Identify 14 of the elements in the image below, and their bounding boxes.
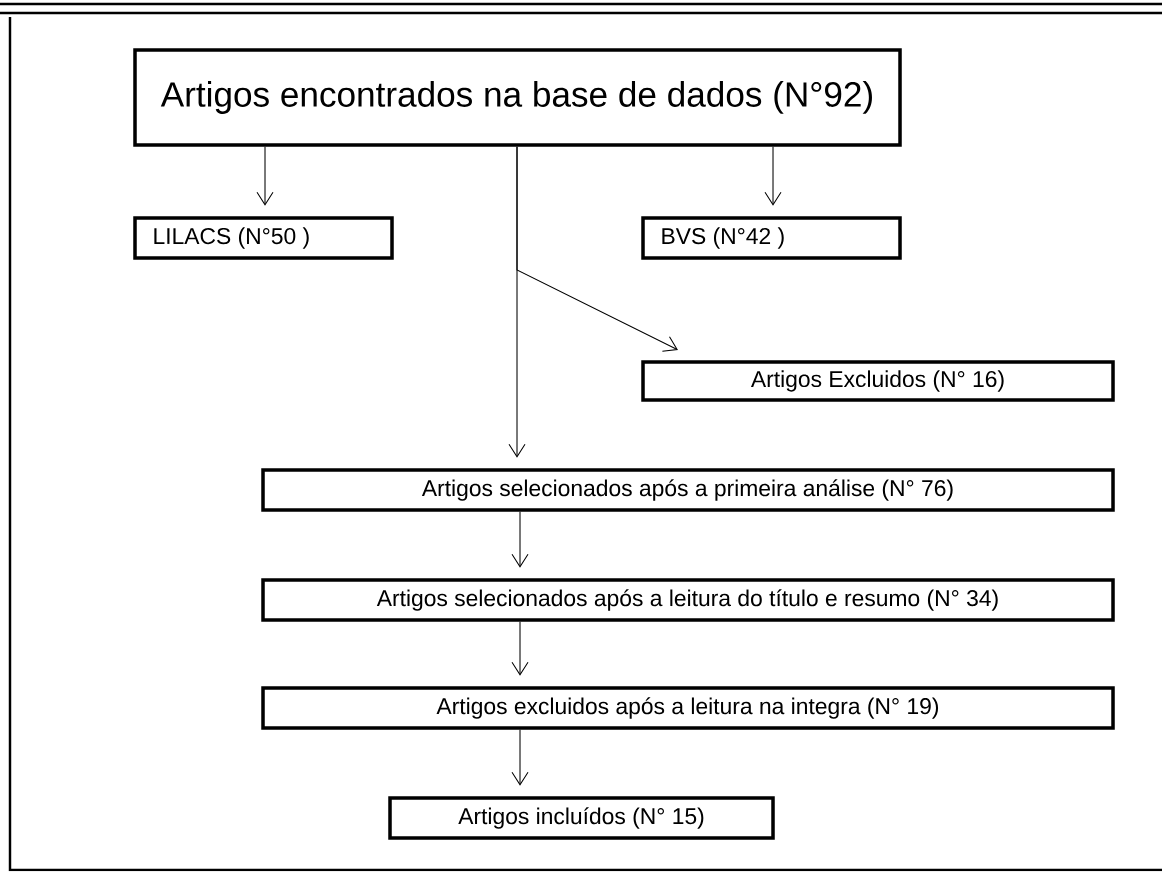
process-box: Artigos Excluidos (N° 16) bbox=[641, 360, 1115, 402]
arrow bbox=[511, 621, 529, 676]
process-box: Artigos excluidos após a leitura na integra (N° 19) bbox=[261, 686, 1115, 730]
arrow bbox=[508, 146, 526, 458]
arrow bbox=[511, 511, 529, 568]
process-box: Artigos selecionados após a leitura do título e resumo (N° 34) bbox=[261, 578, 1115, 622]
arrow bbox=[764, 146, 782, 206]
process-box: Artigos encontrados na base de dados (N°92) bbox=[133, 48, 902, 147]
process-box: BVS (N°42 ) bbox=[641, 216, 902, 260]
process-box: Artigos incluídos (N° 15) bbox=[388, 796, 775, 840]
process-box: LILACS (N°50 ) bbox=[133, 216, 394, 260]
arrow bbox=[256, 146, 274, 206]
arrow bbox=[511, 729, 529, 786]
process-box: Artigos selecionados após a primeira análise (N° 76) bbox=[261, 468, 1115, 512]
